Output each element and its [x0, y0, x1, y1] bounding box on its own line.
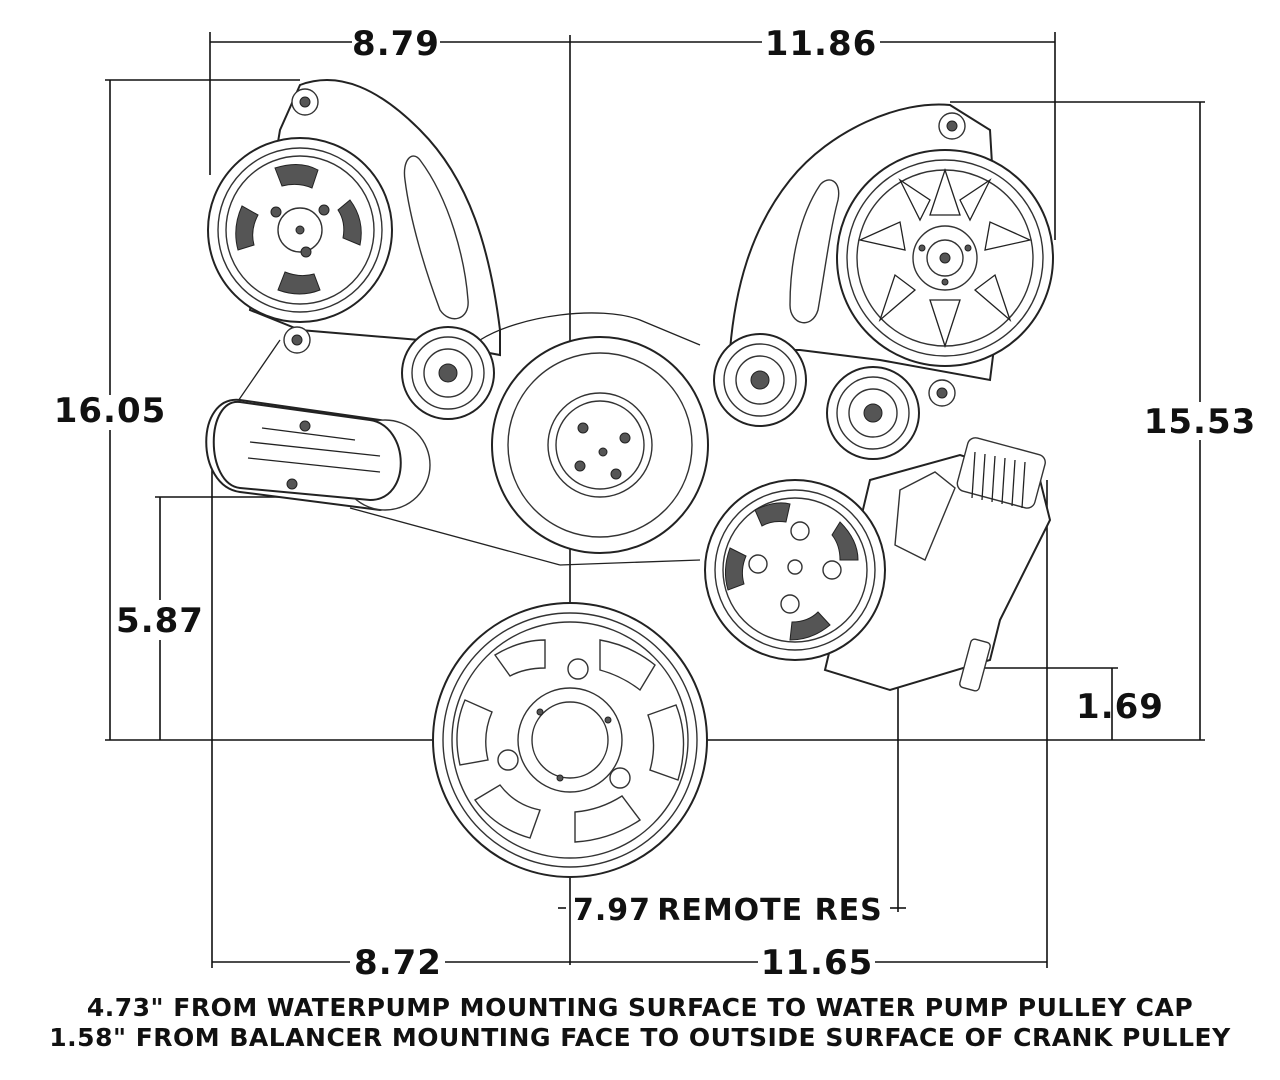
dim-reservoir: 7.97 — [573, 893, 651, 928]
alternator — [207, 137, 393, 323]
note-water-pump: 4.73" FROM WATERPUMP MOUNTING SURFACE TO… — [86, 993, 1194, 1022]
dim-bottom-left: 8.72 — [354, 943, 442, 983]
crank-pulley — [432, 602, 708, 878]
note-crank-pulley: 1.58" FROM BALANCER MOUNTING FACE TO OUT… — [49, 1023, 1231, 1052]
idler-pulley-right — [826, 366, 920, 460]
dimension-labels: 8.79 11.86 16.05 15.53 5.87 1.69 7.97 RE… — [54, 24, 1257, 983]
power-steering-pulley — [704, 479, 886, 661]
idler-pulley-center — [713, 333, 807, 427]
dim-bottom-right: 11.65 — [761, 943, 874, 983]
power-steering-reservoir — [823, 437, 1052, 692]
dim-right-lower: 1.69 — [1076, 687, 1164, 727]
dim-right-height: 15.53 — [1144, 402, 1257, 442]
dim-left-lower: 5.87 — [116, 601, 204, 641]
dim-left-height: 16.05 — [54, 391, 167, 431]
balancer — [491, 336, 709, 554]
belt-tensioner-cover — [205, 398, 431, 512]
dim-reservoir-label: REMOTE RES — [657, 893, 883, 928]
dim-top-right: 11.86 — [765, 24, 878, 64]
water-pump — [836, 149, 1054, 367]
dim-top-left: 8.79 — [352, 24, 440, 64]
idler-pulley-left — [401, 326, 495, 420]
